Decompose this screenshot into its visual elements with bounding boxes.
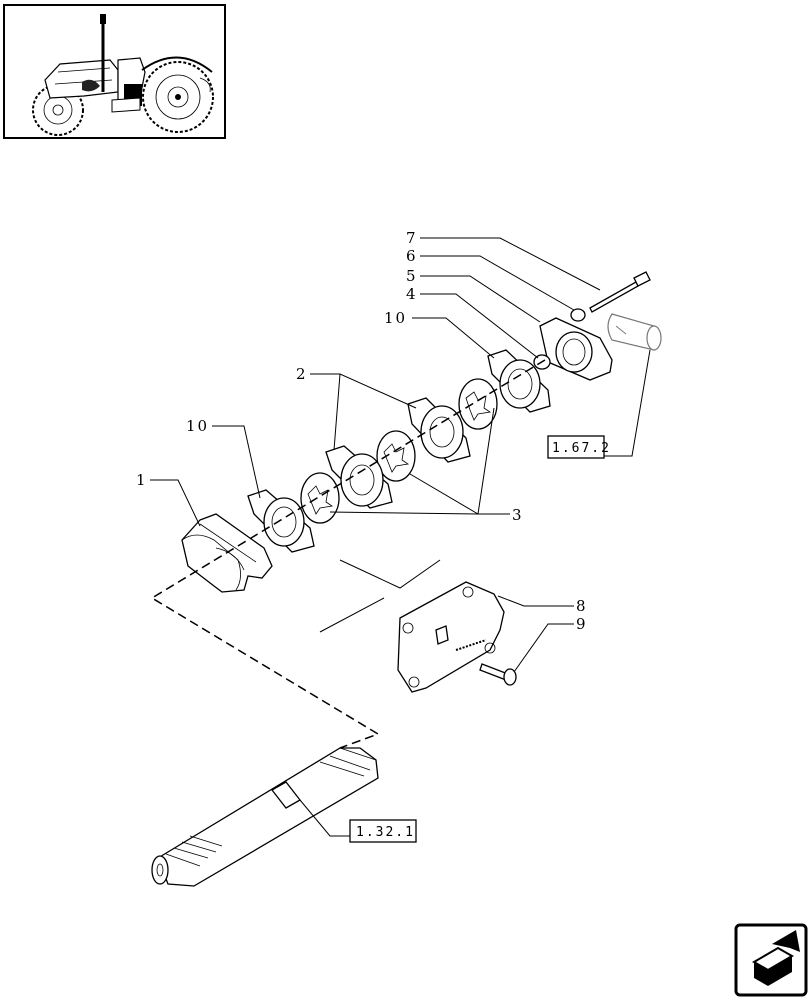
reference-box-shaft[interactable]: 1.32.1 (349, 819, 417, 843)
callout-5: 5 (406, 267, 418, 285)
callout-3: 3 (512, 506, 524, 524)
friction-disc-lower (300, 472, 340, 524)
flange-plate-upper (533, 317, 613, 381)
callout-6: 6 (406, 247, 418, 265)
callout-1: 1 (136, 471, 148, 489)
assembly-axis-line (150, 359, 546, 749)
callout-10-lower: 10 (186, 417, 209, 435)
callout-2: 2 (296, 365, 308, 383)
cover-plate (397, 581, 505, 693)
cover-bolt (479, 663, 517, 686)
reference-label-shaft: 1.32.1 (356, 825, 415, 840)
callout-7: 7 (406, 229, 418, 247)
hidden-line-b (319, 597, 385, 633)
callout-9: 9 (576, 615, 588, 633)
hidden-line-a (339, 559, 441, 589)
plate-2-upper (407, 397, 471, 463)
callout-10-upper: 10 (384, 309, 407, 327)
shaft-part (151, 747, 379, 887)
plate-10-lower (247, 489, 315, 553)
bolt-part (589, 271, 651, 313)
friction-disc-middle (376, 430, 416, 482)
sleeve-part (607, 313, 662, 351)
friction-disc-upper (458, 378, 498, 430)
reference-label-top: 1.67.2 (552, 441, 611, 456)
tractor-thumbnail-icon (3, 4, 226, 139)
reference-box-top[interactable]: 1.67.2 (547, 435, 611, 459)
plate-2-lower (325, 445, 393, 509)
leader-lines (150, 237, 651, 837)
callout-8: 8 (576, 597, 588, 615)
plate-10-upper (487, 349, 551, 413)
next-page-arrow-icon[interactable] (734, 923, 808, 997)
nut-part (570, 308, 586, 322)
callout-4: 4 (406, 285, 418, 303)
